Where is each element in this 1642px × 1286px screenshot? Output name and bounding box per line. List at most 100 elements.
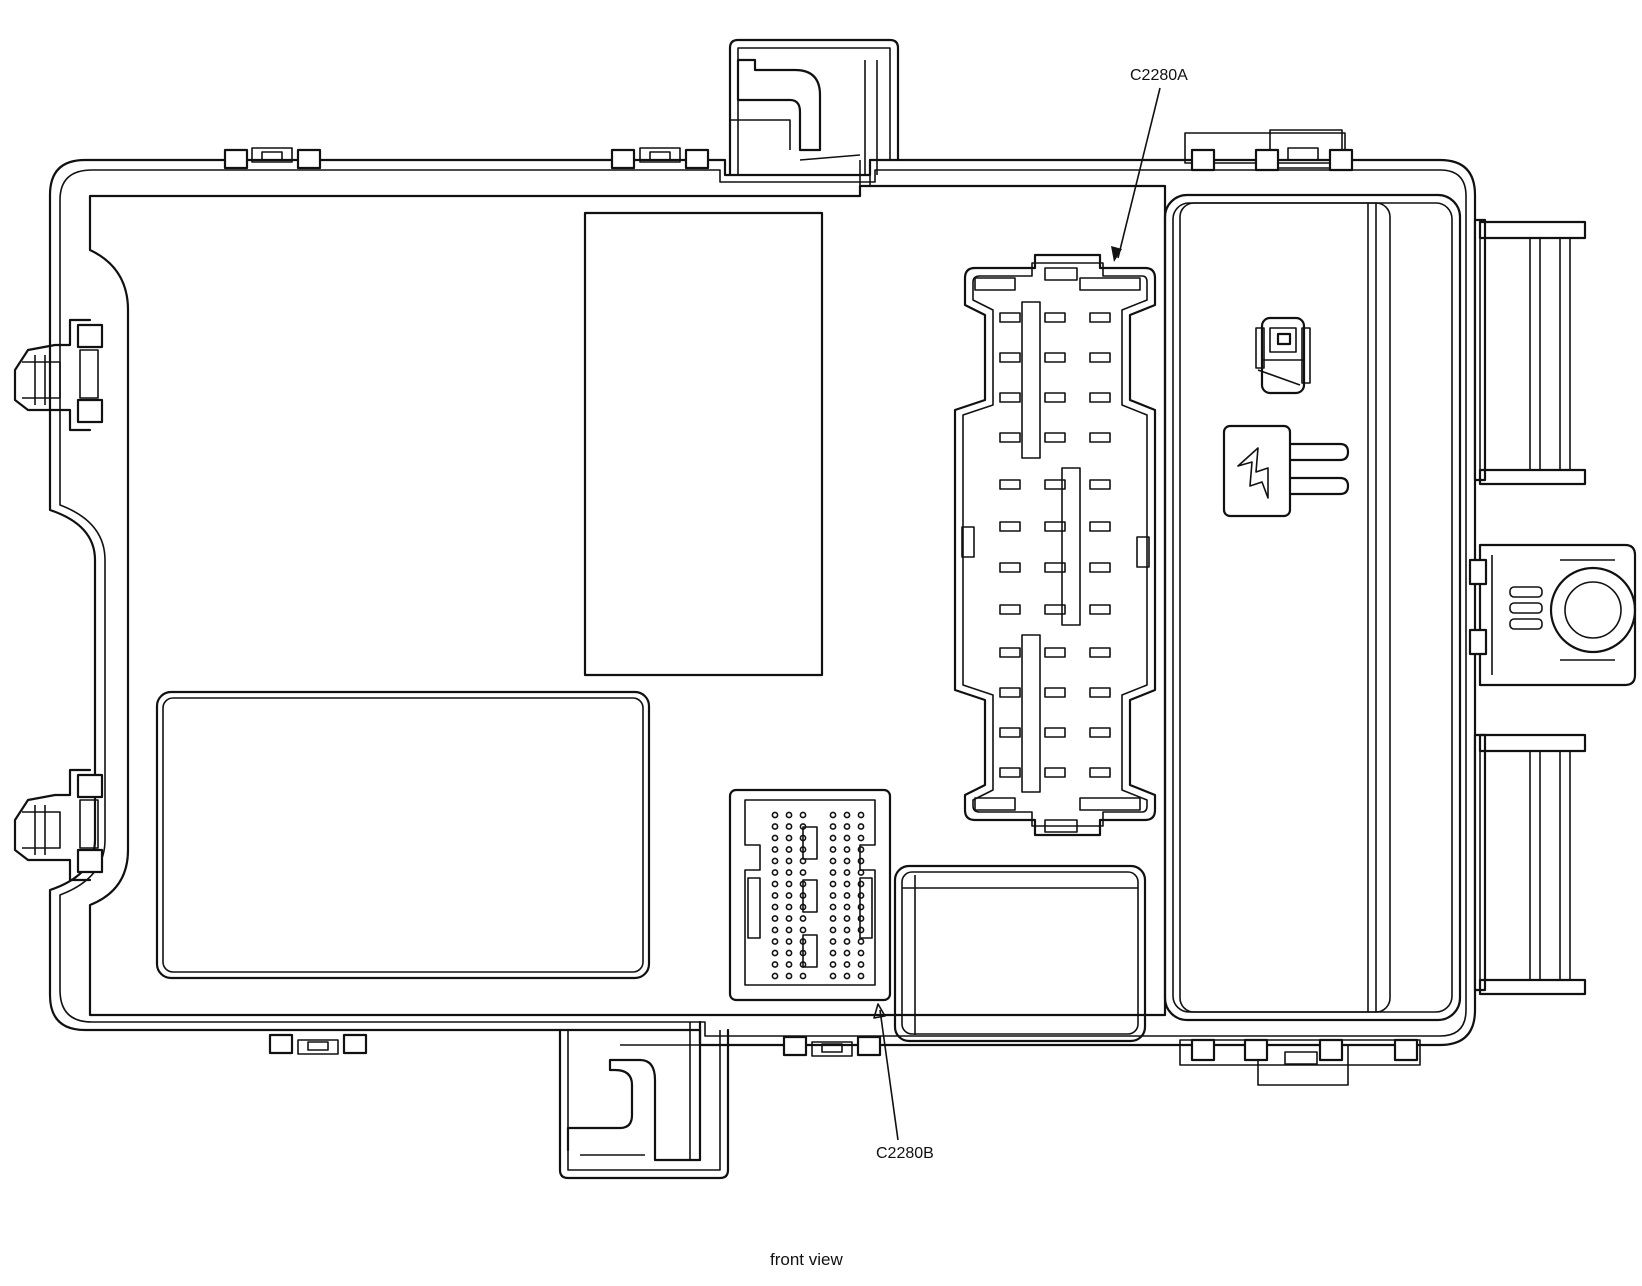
pin-cavity bbox=[999, 687, 1021, 698]
pin-hole bbox=[785, 915, 793, 922]
pin-hole bbox=[843, 961, 851, 968]
pin-hole bbox=[843, 823, 851, 830]
left-clip-lower bbox=[13, 768, 104, 882]
pin-hole bbox=[771, 846, 779, 853]
pin-cavity bbox=[1089, 352, 1111, 363]
pin-cavity bbox=[1044, 604, 1066, 615]
pin-cavity bbox=[1089, 647, 1111, 658]
pin-hole bbox=[771, 834, 779, 842]
pin-hole bbox=[771, 903, 779, 911]
pin-cavity bbox=[999, 647, 1021, 658]
pin-hole bbox=[785, 938, 793, 945]
leader-c2280a bbox=[1111, 87, 1161, 262]
pin-hole bbox=[843, 903, 851, 911]
pin-hole bbox=[857, 926, 865, 934]
connector-c2280a bbox=[953, 253, 1157, 837]
pin-hole bbox=[829, 961, 837, 968]
bottom-latch-1 bbox=[268, 1033, 368, 1055]
pin-cavity bbox=[999, 604, 1021, 615]
pin-hole bbox=[771, 972, 779, 980]
label-window-upper bbox=[583, 211, 824, 677]
pin-latch bbox=[802, 879, 818, 913]
pin-hole bbox=[799, 926, 807, 934]
pin-hole bbox=[799, 972, 807, 980]
bottom-latch-2 bbox=[782, 1035, 882, 1057]
pin-hole bbox=[857, 949, 865, 957]
pin-hole bbox=[857, 903, 865, 911]
connector-b-label: C2280B bbox=[876, 1145, 934, 1162]
right-mount-bracket bbox=[1468, 543, 1637, 687]
pin-cavity bbox=[1089, 727, 1111, 738]
pin-hole bbox=[771, 938, 779, 945]
pin-hole bbox=[829, 857, 837, 865]
pin-hole bbox=[785, 949, 793, 957]
pin-cavity bbox=[1089, 521, 1111, 532]
pin-hole bbox=[771, 811, 779, 819]
pin-hole bbox=[829, 926, 837, 934]
pin-hole bbox=[857, 880, 865, 888]
left-clip-upper bbox=[13, 318, 104, 432]
c2280b-pin-grid bbox=[771, 811, 865, 980]
pin-cavity bbox=[999, 767, 1021, 778]
pin-cavity bbox=[999, 727, 1021, 738]
pin-cavity bbox=[1044, 767, 1066, 778]
pin-hole bbox=[857, 869, 865, 876]
right-channel-upper bbox=[1473, 218, 1587, 486]
pin-cavity bbox=[999, 392, 1021, 403]
pin-hole bbox=[843, 857, 851, 865]
pin-hole bbox=[843, 915, 851, 922]
pin-hole bbox=[799, 869, 807, 876]
pin-cavity bbox=[1089, 767, 1111, 778]
c2280a-pin-grid bbox=[999, 312, 1111, 778]
pin-hole bbox=[785, 846, 793, 853]
pin-hole bbox=[843, 892, 851, 899]
pin-hole bbox=[829, 972, 837, 980]
pin-hole bbox=[857, 972, 865, 980]
pin-cavity bbox=[1044, 352, 1066, 363]
pin-hole bbox=[829, 938, 837, 945]
relay-cover bbox=[893, 864, 1147, 1043]
pin-cavity bbox=[1089, 432, 1111, 443]
pin-cavity bbox=[1044, 727, 1066, 738]
pin-hole bbox=[843, 926, 851, 934]
pin-hole bbox=[829, 823, 837, 830]
bottom-latch-3 bbox=[1179, 1038, 1421, 1086]
pin-hole bbox=[829, 880, 837, 888]
pin-hole bbox=[857, 915, 865, 922]
pin-hole bbox=[829, 915, 837, 922]
pin-hole bbox=[771, 926, 779, 934]
pin-hole bbox=[771, 961, 779, 968]
pin-hole bbox=[857, 846, 865, 853]
right-channel-lower bbox=[1473, 733, 1587, 996]
top-mount-tab bbox=[728, 38, 900, 177]
pin-hole bbox=[785, 926, 793, 934]
pin-cavity bbox=[1089, 687, 1111, 698]
pin-hole bbox=[799, 915, 807, 922]
pin-cavity bbox=[999, 352, 1021, 363]
pin-cavity bbox=[1044, 562, 1066, 573]
pin-hole bbox=[857, 892, 865, 899]
label-window-lower bbox=[155, 690, 651, 980]
pin-hole bbox=[829, 903, 837, 911]
pin-hole bbox=[857, 834, 865, 842]
pin-cavity bbox=[1089, 562, 1111, 573]
top-latch-3 bbox=[1184, 129, 1354, 172]
pin-hole bbox=[843, 846, 851, 853]
pin-cavity bbox=[1044, 479, 1066, 490]
pin-hole bbox=[785, 880, 793, 888]
pin-hole bbox=[785, 972, 793, 980]
pin-cavity bbox=[1089, 312, 1111, 323]
pin-hole bbox=[771, 880, 779, 888]
pin-hole bbox=[785, 823, 793, 830]
pin-hole bbox=[771, 915, 779, 922]
pin-hole bbox=[829, 834, 837, 842]
pin-hole bbox=[843, 972, 851, 980]
pin-hole bbox=[857, 811, 865, 819]
pin-hole bbox=[843, 869, 851, 876]
pin-hole bbox=[857, 961, 865, 968]
pin-hole bbox=[857, 938, 865, 945]
pin-hole bbox=[785, 811, 793, 819]
pin-hole bbox=[857, 823, 865, 830]
